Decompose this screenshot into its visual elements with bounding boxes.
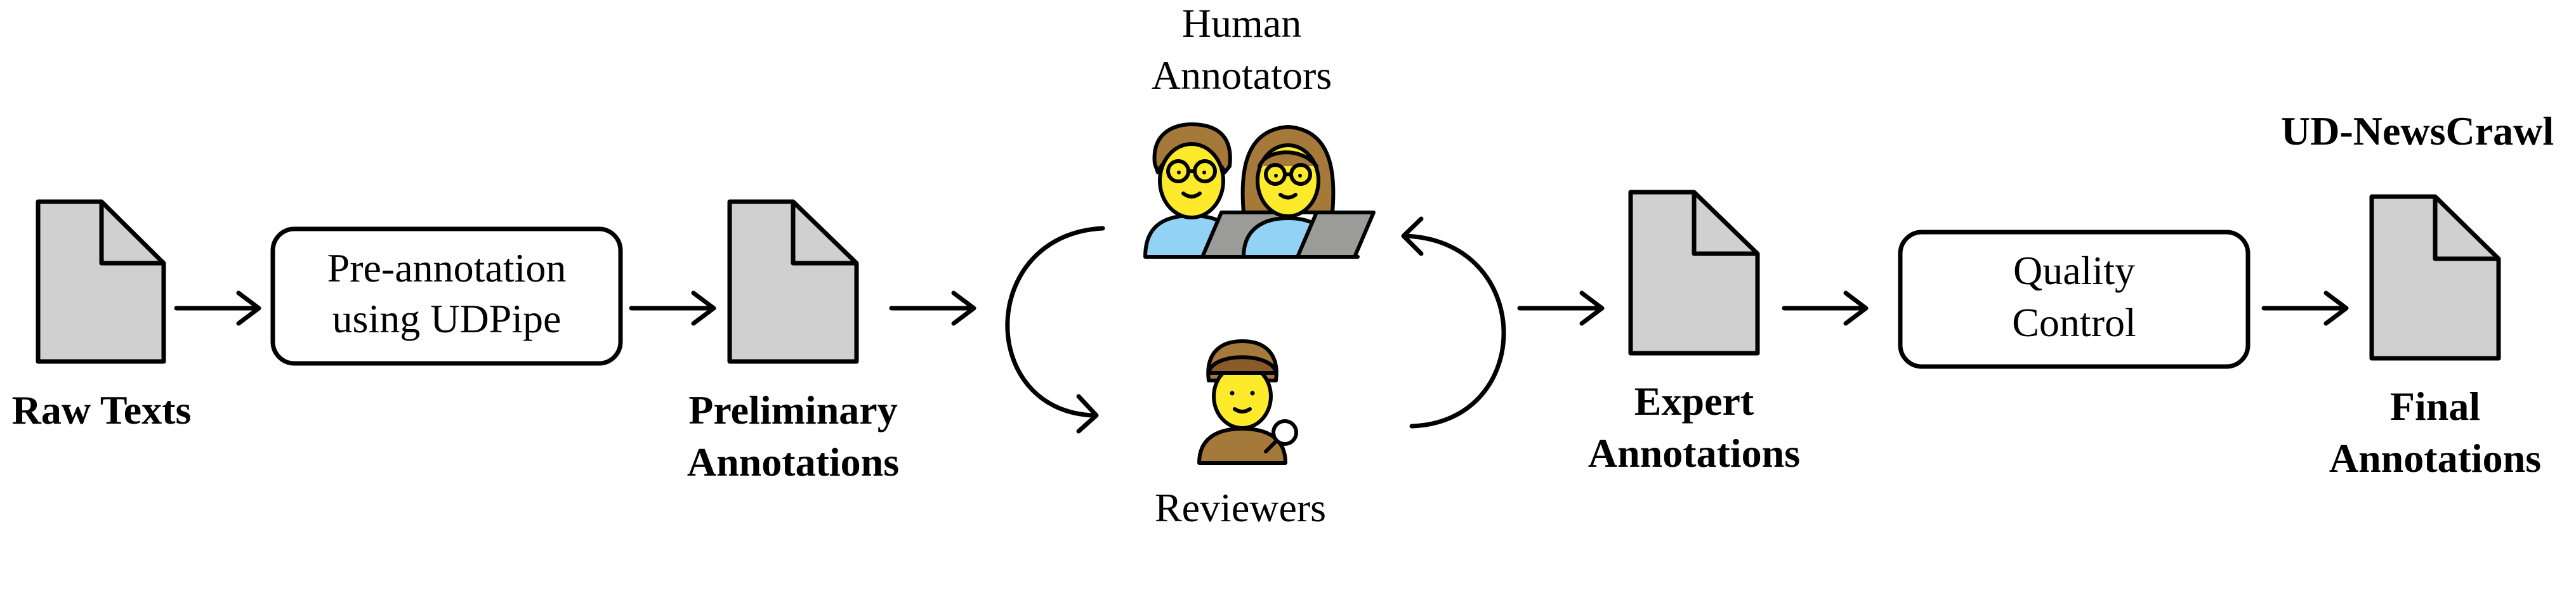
document-fold: [99, 202, 164, 266]
final-label-line-1: Final: [2390, 384, 2480, 429]
cycle-arrow-left: [1005, 226, 1105, 434]
annotators-icon: [1143, 122, 1376, 259]
preannotation-line-2: using UDPipe: [332, 296, 562, 341]
document-icon: [727, 199, 859, 364]
expert-document: [1628, 190, 1760, 356]
diagram-title: UD-NewsCrawl: [2281, 108, 2554, 153]
arrow-1: [174, 290, 261, 326]
expert-label-line-1: Expert: [1634, 379, 1754, 424]
document-fold: [2433, 197, 2499, 261]
reviewers-label: Reviewers: [1155, 485, 1326, 530]
quality-control-line-2: Control: [2012, 300, 2136, 345]
preliminary-label-line-1: Preliminary: [688, 387, 897, 433]
preliminary-document: [727, 199, 859, 364]
arrow-4: [1517, 290, 1605, 326]
raw-texts-document: [36, 199, 166, 364]
final-document: [2369, 194, 2501, 361]
quality-control-box: [1898, 230, 2251, 369]
reviewer-icon: [1197, 339, 1298, 465]
document-icon: [36, 199, 166, 364]
preannotation-line-1: Pre-annotation: [327, 245, 567, 290]
document-fold: [1692, 192, 1758, 256]
arrow-2: [629, 290, 716, 326]
document-icon: [2369, 194, 2501, 361]
document-fold: [791, 202, 857, 266]
quality-control-line-1: Quality: [2013, 248, 2135, 293]
annotator-woman: [1240, 125, 1376, 259]
raw-texts-label: Raw Texts: [12, 387, 192, 433]
preliminary-label-line-2: Annotations: [687, 439, 899, 485]
preannotation-box: [270, 226, 623, 366]
arrow-6: [2261, 290, 2349, 326]
arrow-3: [889, 290, 976, 326]
final-label-line-2: Annotations: [2329, 436, 2541, 481]
arrow-5: [1782, 290, 1869, 326]
cycle-arrow-right: [1401, 216, 1506, 429]
human-annotators-line-1: Human: [1182, 1, 1301, 46]
expert-label-line-2: Annotations: [1588, 431, 1800, 476]
human-annotators-line-2: Annotators: [1152, 53, 1332, 98]
document-icon: [1628, 190, 1760, 356]
